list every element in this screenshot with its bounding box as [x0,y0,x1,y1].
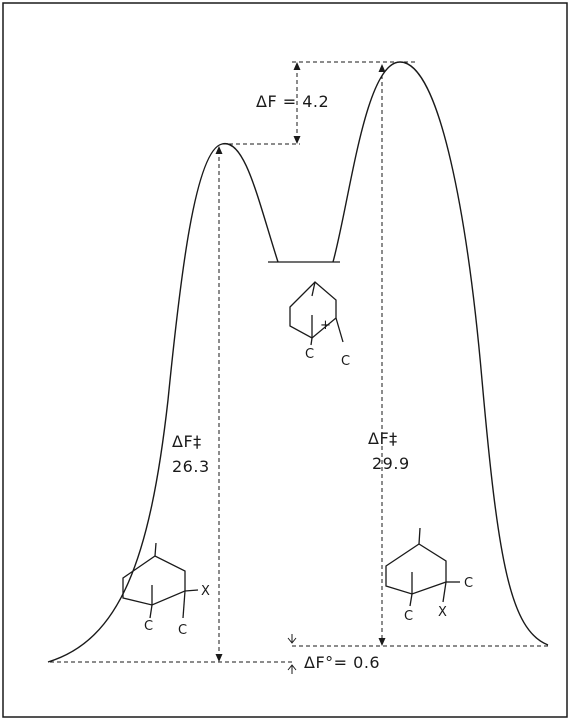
right-barrier-symbol: ΔF‡ [368,429,398,448]
bottom-delta-tick-top [287,637,297,644]
bottom-delta-label: ΔF°= 0.6 [304,653,380,672]
middle-molecule: + C C [289,281,350,369]
left-molecule: C C X [122,542,210,638]
right-barrier-value: 29.9 [372,454,410,473]
top-delta-label: ΔF = 4.2 [256,92,329,111]
left-atom-2: C [178,623,187,638]
right-ring [385,543,447,595]
left-ring [122,555,186,606]
left-bond-c1 [149,604,153,619]
top-delta-arrowhead-down [293,136,301,144]
left-bond-x [184,589,199,592]
top-delta-arrowhead-up [293,62,301,70]
right-barrier-arrowhead-down [378,638,386,646]
left-atom-3: X [201,584,210,599]
right-atom-2: X [438,605,447,620]
left-barrier-value: 26.3 [172,457,210,476]
right-bridgehead-up [418,527,421,545]
right-bond-c1 [409,593,413,607]
left-barrier-symbol: ΔF‡ [172,432,202,451]
energy-curve [47,143,279,663]
left-atom-1: C [144,619,153,634]
middle-atom-1: C [305,347,314,362]
left-bond-c2 [182,590,186,619]
right-bond-x [442,581,447,603]
left-barrier-arrowhead-up [215,146,223,154]
right-molecule: C X C [385,527,473,624]
right-barrier-arrowhead-up [378,64,386,72]
middle-charge: + [320,318,331,333]
energy-curve-right [332,61,549,646]
middle-bond-c1 [310,337,313,346]
left-barrier-arrowhead-down [215,654,223,662]
middle-bridge-upper [311,281,316,297]
right-atom-1: C [404,609,413,624]
bottom-delta-tick-bottom [287,664,297,671]
middle-atom-2: C [341,354,350,369]
middle-bond-c2 [335,317,344,343]
left-bridgehead-up [154,542,157,557]
right-atom-3: C [464,576,473,591]
